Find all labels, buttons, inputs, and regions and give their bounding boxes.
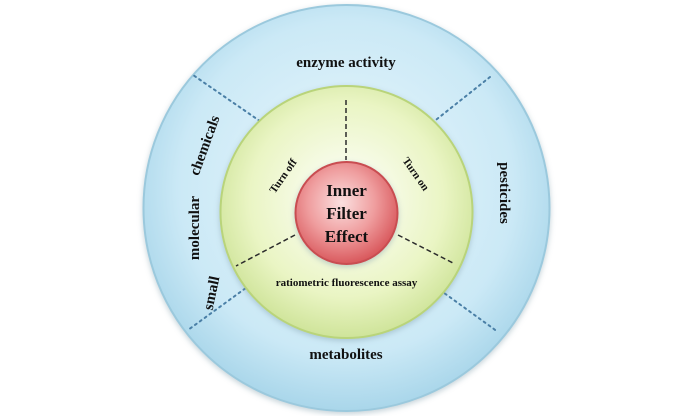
pesticides-label: pesticides: [496, 162, 512, 224]
outer-divider-bottom-left: [187, 284, 251, 331]
middle-dividers: [235, 100, 456, 267]
outer-divider-bottom-right: [439, 289, 499, 333]
outer-divider-top-left: [192, 74, 271, 129]
enzyme-activity-label: enzyme activity: [296, 55, 396, 71]
core-line-2: Filter: [326, 204, 367, 223]
ratiometric-label: ratiometric fluorescence assay: [276, 277, 418, 289]
outer-divider-top-right: [431, 76, 491, 124]
middle-divider-left: [235, 234, 296, 267]
core-label: Inner Filter Effect: [325, 181, 369, 246]
core-line-3: Effect: [325, 227, 369, 246]
middle-divider-right: [397, 234, 456, 265]
core-line-1: Inner: [326, 181, 367, 200]
metabolites-label: metabolites: [309, 347, 382, 363]
small-label: small: [201, 275, 224, 312]
core-circle: [294, 161, 399, 265]
molecular-label: molecular: [187, 196, 203, 260]
outer-dividers: [187, 74, 499, 333]
